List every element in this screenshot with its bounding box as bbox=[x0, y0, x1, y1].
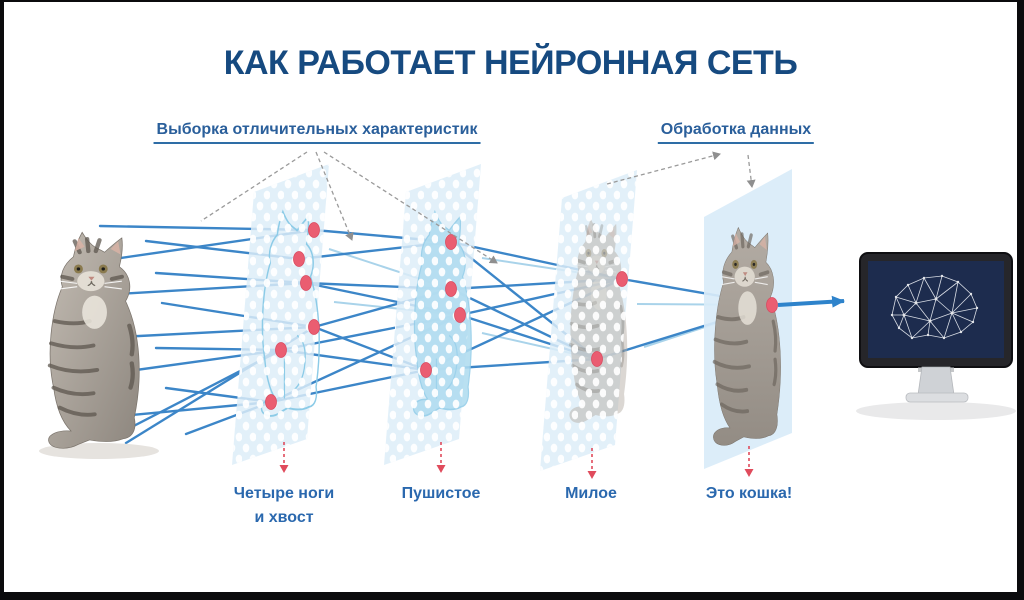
dashed-pointer bbox=[746, 154, 756, 188]
neuron-layer-1 bbox=[308, 319, 320, 335]
annotation-pointers bbox=[200, 151, 756, 479]
neuron-layer-1 bbox=[308, 222, 320, 238]
neuron-layer-2 bbox=[454, 307, 466, 323]
page-title: КАК РАБОТАЕТ НЕЙРОННАЯ СЕТЬ bbox=[223, 44, 798, 82]
neuron-layer-2 bbox=[445, 234, 457, 250]
layer-label-1: Четыре ноги и хвост bbox=[233, 485, 335, 526]
layer-label-4: Это кошка! bbox=[705, 485, 793, 502]
monitor-screen bbox=[868, 261, 1004, 358]
label-data-processing: Обработка данных bbox=[657, 121, 815, 144]
network-diagram bbox=[39, 151, 1016, 479]
layer-panel-1 bbox=[232, 164, 329, 465]
neuron-layer-2 bbox=[445, 281, 457, 297]
monitor bbox=[856, 252, 1016, 420]
brain-network-icon bbox=[890, 274, 979, 340]
dashed-pointer bbox=[200, 151, 308, 222]
output-arrow bbox=[777, 295, 845, 308]
layer-label-3: Милое bbox=[565, 485, 617, 502]
layer-label-2: Пушистое bbox=[401, 485, 481, 502]
monitor-stand bbox=[917, 366, 955, 396]
neuron-layer-1 bbox=[293, 251, 305, 267]
neuron-layer-1 bbox=[265, 394, 277, 410]
neuron-layer-1 bbox=[275, 342, 287, 358]
layer-panel-4 bbox=[704, 169, 792, 469]
neuron-layer-4 bbox=[766, 297, 778, 313]
neuron-layer-3 bbox=[591, 351, 603, 367]
layer-panel-3 bbox=[540, 170, 637, 471]
dashed-pointer bbox=[315, 151, 354, 241]
neuron-layer-1 bbox=[300, 275, 312, 291]
monitor-shadow bbox=[856, 402, 1016, 420]
monitor-base bbox=[905, 392, 969, 403]
dashed-pointer bbox=[323, 151, 498, 264]
layer-panel-2 bbox=[384, 164, 481, 465]
label-feature-selection: Выборка отличительных характеристик bbox=[153, 121, 481, 144]
neuron-layer-3 bbox=[616, 271, 628, 287]
neuron-layer-2 bbox=[420, 362, 432, 378]
network-layers bbox=[232, 164, 792, 471]
dashed-pointer bbox=[606, 151, 721, 185]
input-cat-photo bbox=[39, 231, 159, 459]
output-section bbox=[777, 252, 1016, 420]
neurons bbox=[265, 222, 778, 410]
